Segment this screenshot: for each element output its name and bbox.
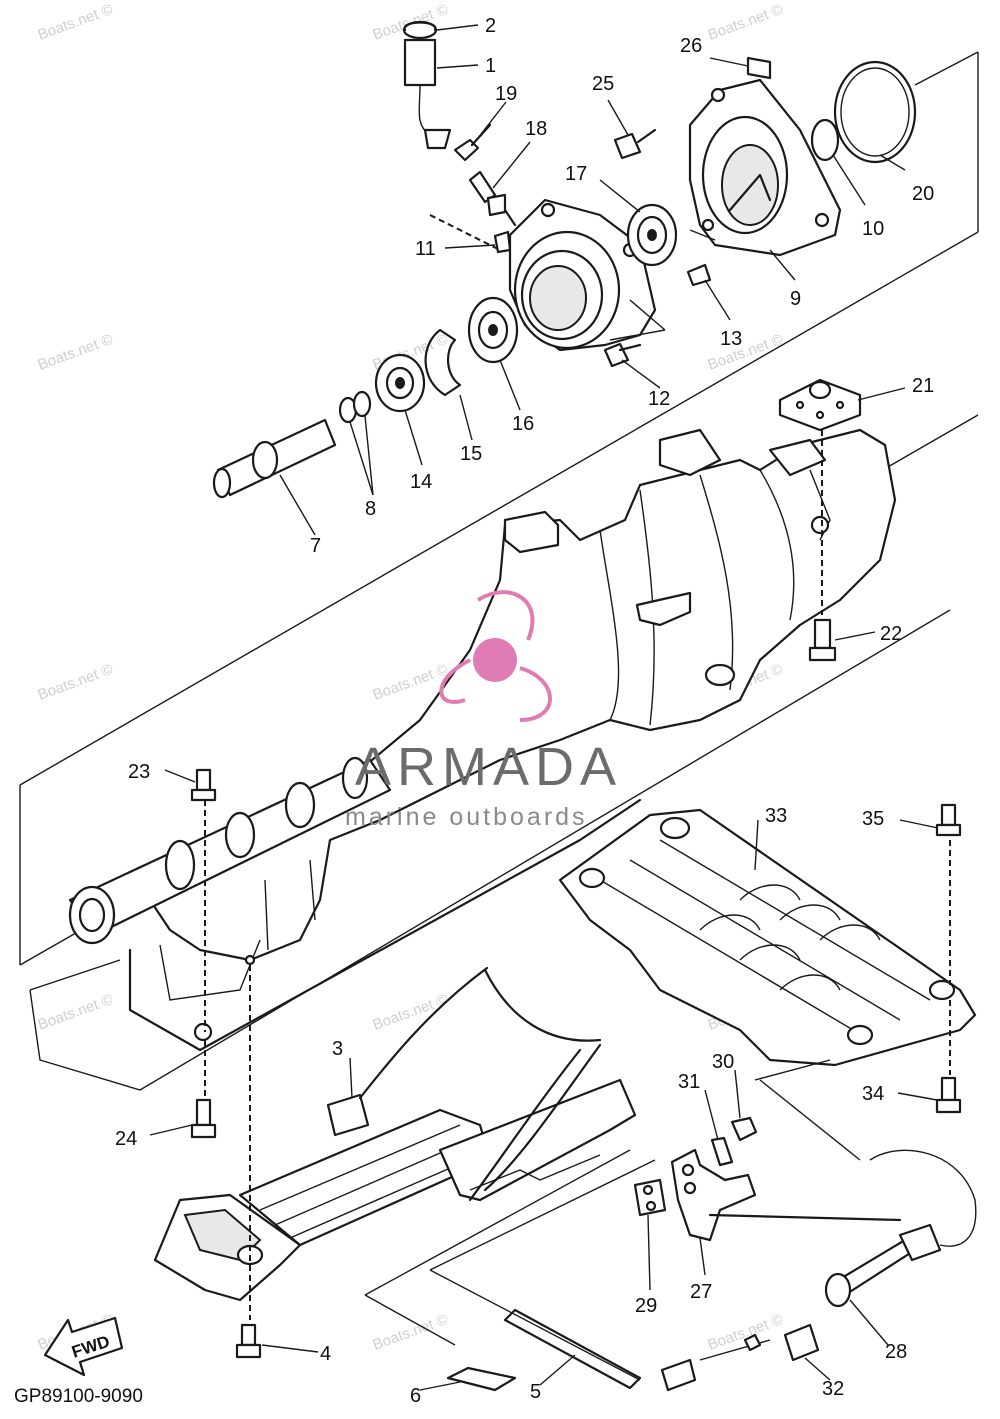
plate-3 [326,966,602,1202]
part-label: 19 [495,83,517,105]
drive-shaft-assembly [29,609,951,1091]
part-label: 6 [410,1385,421,1407]
part-label: 26 [680,35,702,57]
part-label: 31 [678,1071,700,1093]
watermark: Boats.net © [36,1,116,44]
part-label: 18 [525,118,547,140]
cover-9 [688,78,842,257]
part-label: 5 [530,1381,541,1403]
part-label: 7 [310,535,321,557]
part-label: 1 [485,55,496,77]
part-label: 30 [712,1051,734,1073]
watermark: Boats.net © [36,331,116,374]
bearing-14 [374,353,426,413]
part-label: 12 [648,388,670,410]
bearing-17 [626,203,678,267]
part-label: 27 [690,1281,712,1303]
part-label: 11 [415,238,436,260]
armada-logo: ARMADA marine outboards [345,590,622,831]
part-label: 21 [912,375,934,397]
brand-tagline: marine outboards [345,803,588,831]
watermark: Boats.net © [371,1311,451,1354]
plate-29 [633,1178,667,1217]
part-label: 16 [512,413,534,435]
bracket-26 [746,56,772,80]
sleeve-32 [783,1323,820,1362]
cable-28 [660,1149,977,1392]
diagram-code: GP89100-9090 [14,1386,143,1407]
part-label: 14 [410,471,432,493]
brand-name: ARMADA [355,737,622,797]
part-label: 13 [720,328,742,350]
strip-6 [446,1366,517,1392]
bearing-16 [467,296,519,364]
watermark: Boats.net © [36,991,116,1034]
bolt-18 [468,170,517,227]
part-label: 23 [128,761,150,783]
watermark: Boats.net © [36,661,116,704]
leader-lines [149,24,939,1391]
part-label: 9 [790,288,801,310]
nut-30 [730,1116,758,1142]
part-labels: 2 1 19 18 11 17 25 26 20 10 9 13 12 16 1… [115,15,934,1407]
connection-lines [204,214,951,1381]
bolt-12 [603,342,642,368]
part-label: 20 [912,183,934,205]
circlip-15 [424,328,462,397]
bolt-24 [190,1098,217,1139]
part-label: 2 [485,15,496,37]
part-label: 10 [862,218,884,240]
part-label: 29 [635,1295,657,1317]
bolt-22 [808,618,837,662]
pin-13 [686,263,712,287]
o-rings [810,60,917,164]
plate-21 [778,378,862,432]
part-label: 17 [565,163,587,185]
part-label: 15 [460,443,482,465]
watermark: Boats.net © [371,991,451,1034]
part-label: 25 [592,73,614,95]
watermark: Boats.net © [706,1,786,44]
clip-31 [710,1136,734,1167]
pump-housing [148,428,897,962]
intake-duct [153,1078,637,1302]
part-label: 34 [862,1083,884,1105]
part-label: 3 [332,1038,343,1060]
shaft-7 [212,418,337,499]
bracket-27 [670,1148,757,1242]
part-label: 28 [885,1341,907,1363]
part-label: 35 [862,808,884,830]
bolt-35 [935,803,962,837]
bolt-34 [935,1076,962,1114]
hose-and-clamp [402,20,492,162]
part-label: 8 [365,498,376,520]
strip-5 [503,1308,642,1390]
grille-33 [558,808,977,1067]
bolt-23 [190,768,217,802]
shims-8 [338,390,372,424]
part-label: 4 [320,1343,331,1365]
bolt-25 [613,128,657,160]
part-label: 22 [880,623,902,645]
part-label: 24 [115,1128,137,1150]
watermark: Boats.net © [706,331,786,374]
part-label: 33 [765,805,787,827]
part-label: 32 [822,1378,844,1400]
bolt-4 [235,1323,262,1359]
